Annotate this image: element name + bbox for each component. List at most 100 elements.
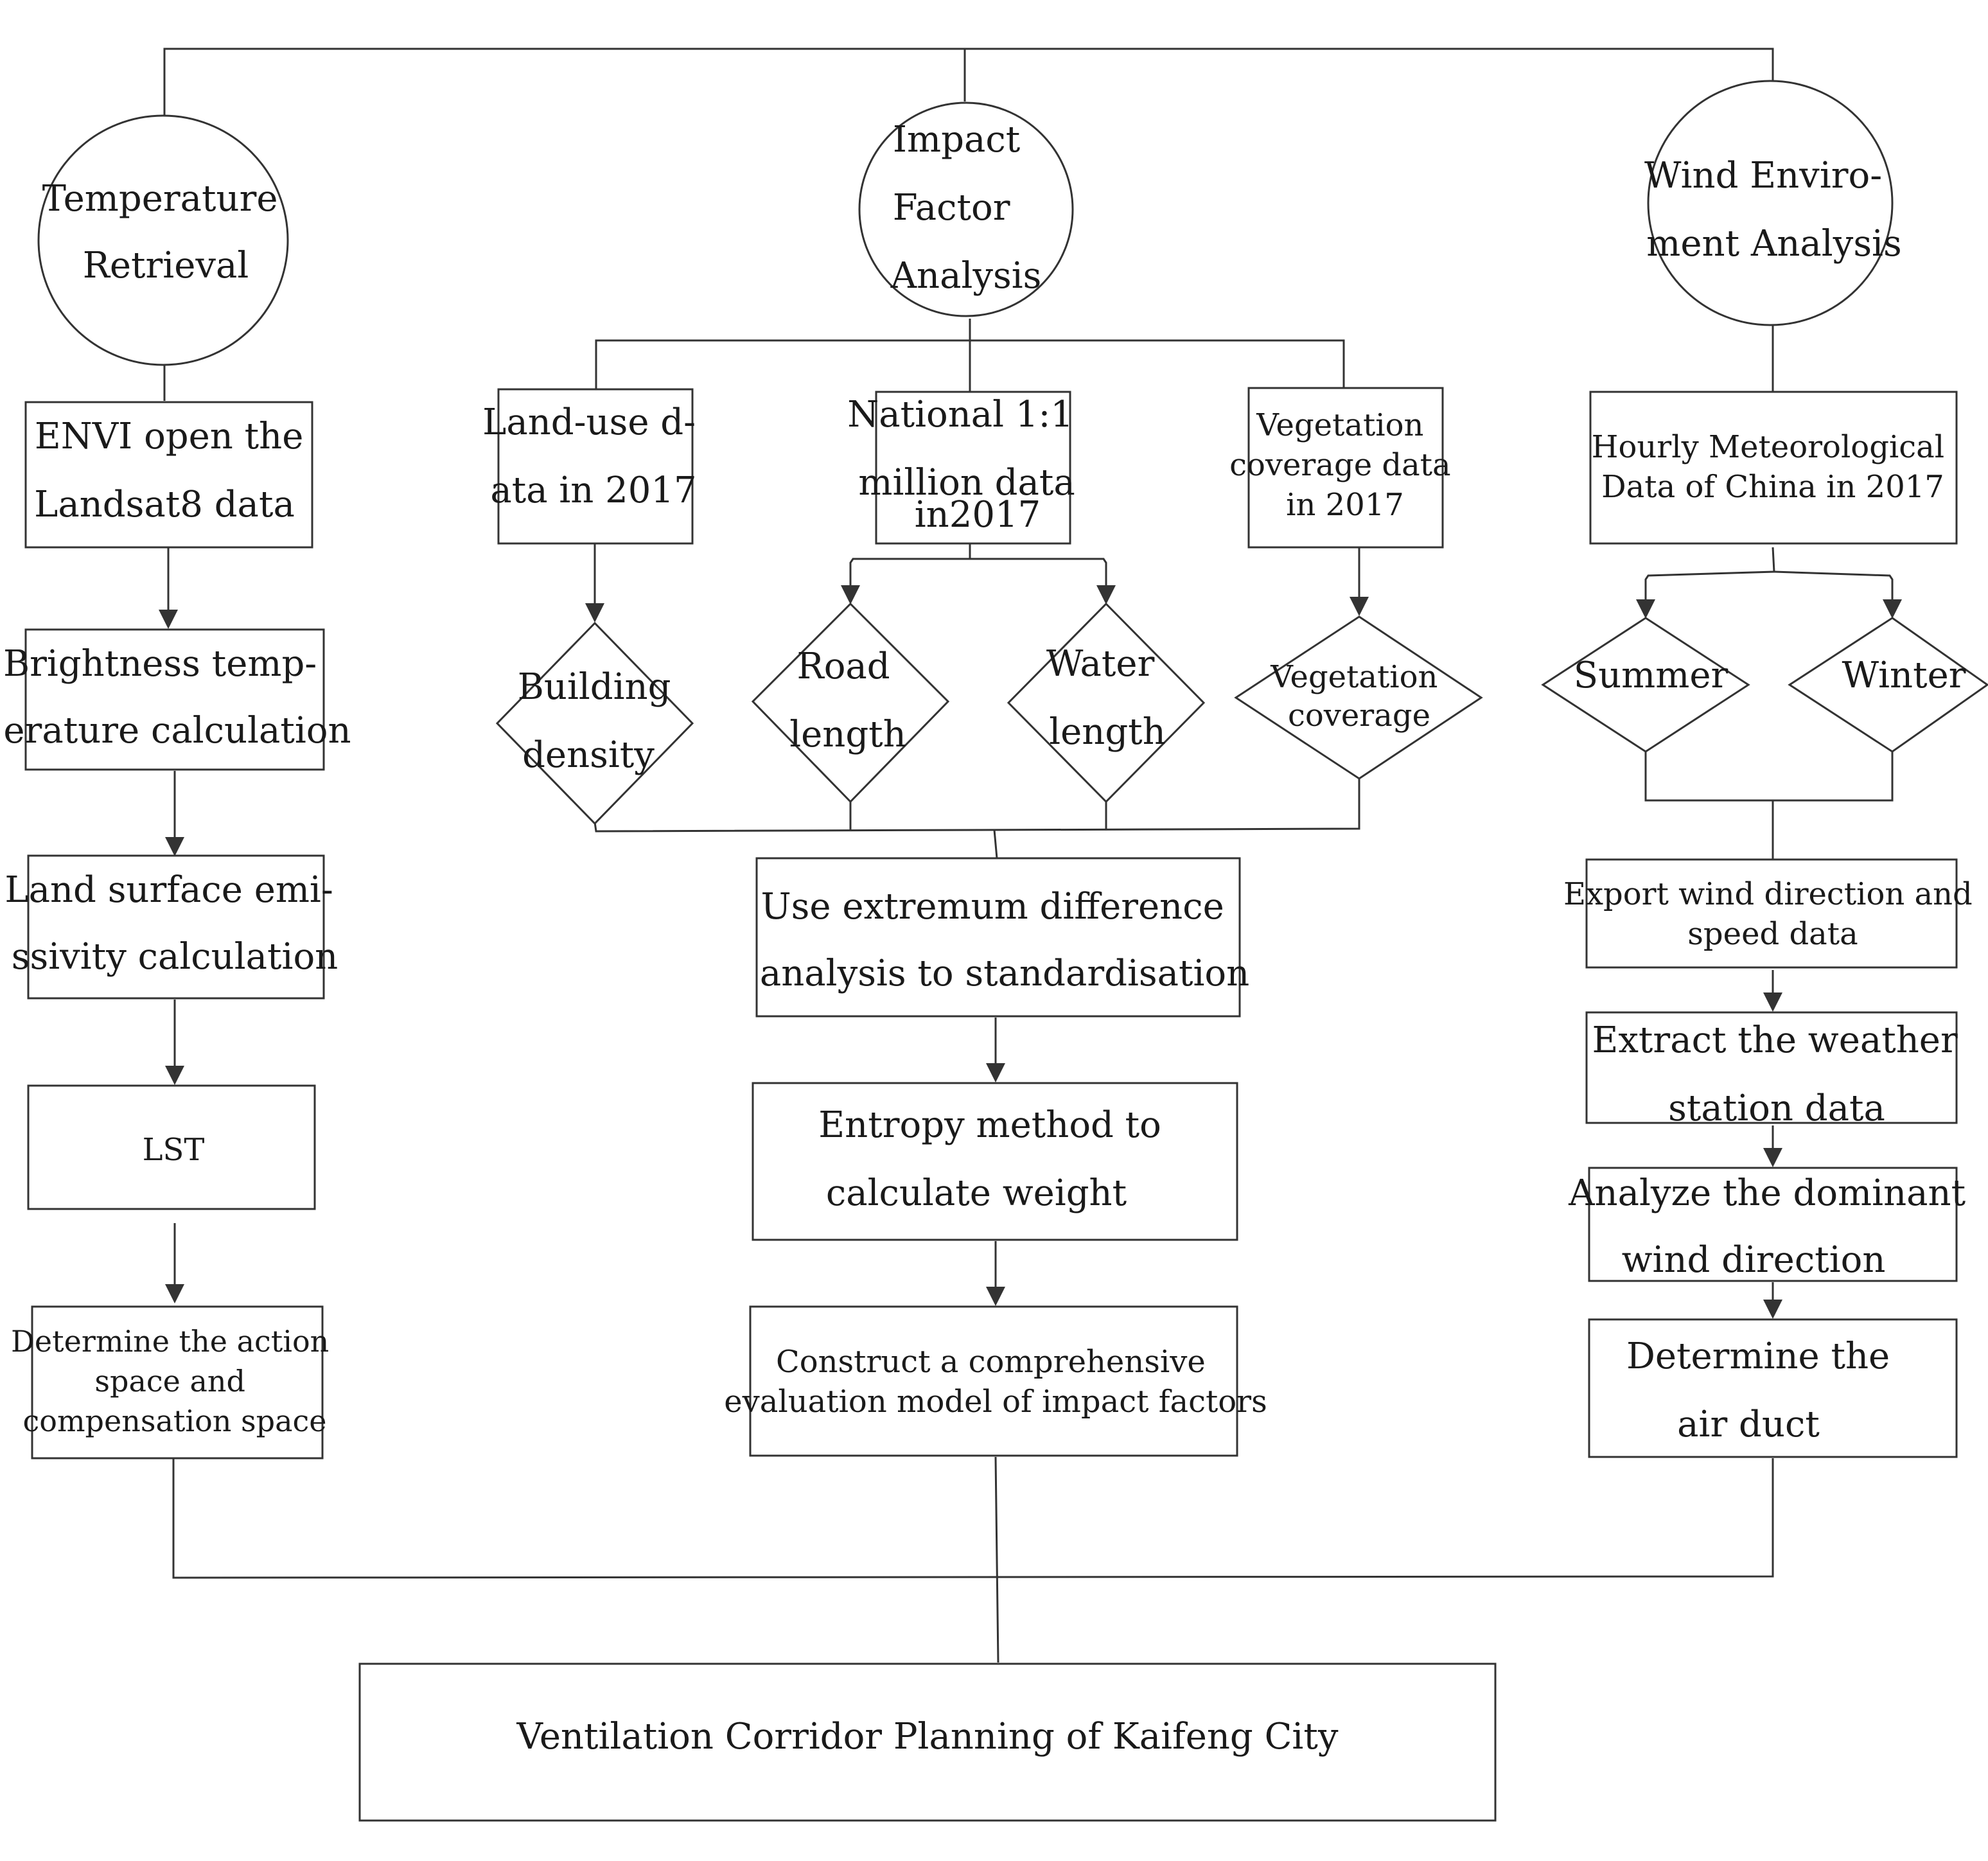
box-text: in 2017 (1286, 487, 1404, 523)
svg-text:LST: LST (143, 1132, 205, 1168)
impact-factor-analysis-node: Impact Factor Analysis (858, 101, 1074, 317)
box-text: Data of China in 2017 (1601, 469, 1944, 505)
box-text: coverage data (1229, 447, 1451, 483)
svg-text:Vegetation coverage: Vegetation coverage (1270, 659, 1447, 734)
building-density-diamond: Building density (495, 621, 694, 825)
diamond-text: length (1049, 711, 1166, 753)
svg-text:Ventilation Corridor Planning: Ventilation Corridor Planning of Kaifeng… (516, 1716, 1339, 1758)
node-text: Retrieval (83, 245, 249, 287)
svg-text:National 1:1 million dat: National 1:1 million data in2017 (847, 394, 1086, 536)
top-header-connector (163, 48, 1774, 122)
box-text: Determine the (1626, 1336, 1890, 1377)
lst-box: LST (27, 1084, 316, 1210)
svg-text:Entropy method to calcul: Entropy method to calculate weight (818, 1104, 1172, 1214)
box-text: LST (143, 1132, 205, 1168)
svg-text:Winter: Winter (1842, 655, 1966, 696)
diamond-text: Winter (1842, 655, 1966, 696)
box-text: air duct (1677, 1404, 1820, 1445)
svg-text:Summer: Summer (1574, 655, 1729, 696)
box-text: Analyze the dominant (1568, 1172, 1966, 1214)
box-text: Hourly Meteorological (1592, 429, 1945, 465)
box-text: Determine the action (11, 1324, 329, 1359)
node-text: ment Analysis (1646, 223, 1901, 265)
box-text: ssivity calculation (12, 936, 338, 978)
vegetation-coverage-data-box: Vegetation coverage data in 2017 (1229, 387, 1461, 549)
svg-text:Hourly Meteorological Da: Hourly Meteorological Data of China in 2… (1592, 429, 1955, 505)
svg-text:ENVI open the Landsat8 d: ENVI open the Landsat8 data (34, 416, 315, 525)
analyze-dominant-wind-box: Analyze the dominant wind direction (1568, 1167, 1977, 1282)
brightness-temperature-box: Brightness temp- erature calculation (3, 628, 351, 771)
ventilation-corridor-planning-box: Ventilation Corridor Planning of Kaifeng… (358, 1663, 1497, 1822)
box-text: in2017 (915, 494, 1041, 536)
svg-text:Analyze the dominant win: Analyze the dominant wind direction (1568, 1172, 1977, 1281)
diamond-text: Summer (1574, 655, 1729, 696)
national-million-data-box: National 1:1 million data in2017 (847, 391, 1086, 545)
svg-text:Extract the weather stat: Extract the weather station data (1592, 1019, 1969, 1129)
box-text: million data (858, 462, 1075, 504)
diamond-text: density (522, 734, 655, 776)
box-text: Ventilation Corridor Planning of Kaifeng… (516, 1716, 1339, 1758)
diamond-text: Road (797, 646, 890, 687)
svg-text:Use extremum difference: Use extremum difference analysis to stan… (760, 886, 1249, 994)
svg-text:Building density: Building density (518, 666, 683, 776)
construct-to-final-connector (994, 1456, 999, 1663)
landuse-data-box: Land-use d- ata in 2017 (482, 388, 707, 545)
box-text: evaluation model of impact factors (724, 1384, 1267, 1420)
comprehensive-evaluation-box: Construct a comprehensive evaluation mod… (724, 1305, 1267, 1457)
box-text: erature calculation (3, 710, 351, 752)
vegetation-coverage-diamond: Vegetation coverage (1234, 615, 1483, 780)
svg-text:Determine the air duct: Determine the air duct (1626, 1336, 1901, 1445)
svg-text:Impact Factor Anal: Impact Factor Analysis (890, 119, 1042, 297)
box-text: speed data (1687, 916, 1858, 952)
hourly-split-connector (1644, 547, 1775, 601)
box-text: Entropy method to (818, 1104, 1161, 1146)
svg-text:Road length: Road length (789, 646, 906, 755)
svg-text:Wind Enviro- ment Analys: Wind Enviro- ment Analysis (1644, 155, 1902, 265)
temperature-retrieval-node: Temperature Retrieval (37, 114, 290, 366)
connectors (159, 48, 1902, 1663)
export-wind-data-box: Export wind direction and speed data (1563, 858, 1982, 969)
road-length-diamond: Road length (751, 602, 950, 804)
svg-text:Land-use d- ata in 2017: Land-use d- ata in 2017 (482, 401, 707, 511)
extract-weather-station-box: Extract the weather station data (1585, 1011, 1969, 1129)
hourly-meteorological-box: Hourly Meteorological Data of China in 2… (1589, 391, 1958, 545)
box-text: National 1:1 (847, 394, 1073, 436)
seasons-merge-connector (1644, 752, 1894, 802)
determine-action-space-box: Determine the action space and compensat… (11, 1305, 329, 1460)
bottom-merge-connector (172, 1458, 1774, 1579)
node-text: Temperature (42, 178, 278, 220)
national-split-right-connector (970, 558, 1107, 600)
box-text: Export wind direction and (1563, 876, 1973, 912)
box-text: analysis to standardisation (760, 953, 1249, 994)
box-text: Land-use d- (482, 401, 696, 443)
svg-text:Temperature Retrieval: Temperature Retrieval (42, 178, 290, 287)
determine-air-duct-box: Determine the air duct (1588, 1318, 1958, 1458)
box-text: compensation space (22, 1404, 326, 1438)
diamond-text: coverage (1288, 698, 1430, 734)
box-text: Use extremum difference (761, 886, 1224, 928)
hourly-split-right-connector (1773, 570, 1894, 601)
box-text: calculate weight (826, 1172, 1127, 1214)
node-text: Wind Enviro- (1644, 155, 1882, 197)
national-split-connector (849, 543, 971, 600)
extremum-difference-box: Use extremum difference analysis to stan… (755, 857, 1249, 1018)
summer-diamond: Summer (1541, 617, 1750, 753)
box-text: Landsat8 data (34, 484, 295, 525)
box-text: space and (94, 1364, 245, 1398)
node-text: Analysis (890, 255, 1042, 297)
winter-diamond: Winter (1788, 617, 1988, 753)
diamond-text: length (789, 714, 906, 755)
svg-text:Vegetation coverage data: Vegetation coverage data in 2017 (1229, 407, 1461, 523)
svg-text:Water length: Water length (1046, 643, 1166, 753)
box-text: ata in 2017 (490, 470, 696, 511)
envi-open-landsat-box: ENVI open the Landsat8 data (24, 401, 315, 549)
node-text: Factor (893, 187, 1010, 229)
svg-text:Export wind direction and: Export wind direction and speed data (1563, 876, 1982, 952)
land-surface-emissivity-box: Land surface emi- ssivity calculation (4, 854, 338, 1000)
diamond-text: Vegetation (1270, 659, 1438, 695)
merge-to-extremum-connector (993, 829, 998, 859)
svg-text:Construct a comprehensive: Construct a comprehensive evaluation mod… (724, 1344, 1267, 1420)
box-text: ENVI open the (35, 416, 304, 457)
wind-environment-analysis-node: Wind Enviro- ment Analysis (1644, 80, 1902, 326)
